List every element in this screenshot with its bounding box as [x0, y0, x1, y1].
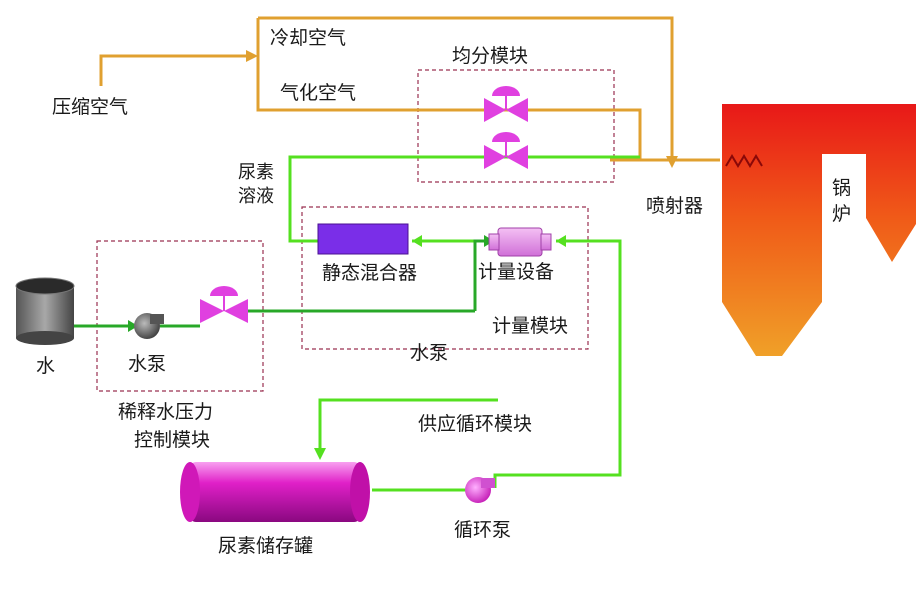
- dilution-module-label-1: 稀释水压力: [118, 401, 213, 423]
- gate-valve-icon[interactable]: [200, 286, 248, 323]
- urea-solution-label-1: 尿素: [238, 162, 274, 183]
- metering-inlet-arrow: [556, 235, 566, 247]
- metering-device-block[interactable]: [488, 227, 552, 257]
- distribution-module-label: 均分模块: [452, 45, 528, 67]
- compressed-air-arrow: [246, 50, 258, 62]
- atomizing-air-label: 气化空气: [280, 82, 356, 104]
- air-lines: [99, 16, 720, 162]
- mixer-inlet-arrow: [412, 235, 422, 247]
- boiler-label-1: 锅: [832, 177, 851, 199]
- injector-label: 喷射器: [646, 195, 703, 217]
- injector-nozzle-icon: [725, 154, 763, 168]
- compressed-air-label: 压缩空气: [52, 96, 128, 118]
- boiler-label-2: 炉: [832, 203, 851, 225]
- dilution-water-lines: [74, 239, 486, 328]
- circulation-pump-icon[interactable]: [465, 477, 495, 503]
- water-pump-lower-label: 水泵: [410, 342, 448, 364]
- gate-valve-icon[interactable]: [484, 86, 528, 122]
- cooling-air-label: 冷却空气: [270, 27, 346, 49]
- urea-tank-icon: [180, 462, 370, 522]
- static-mixer-block[interactable]: [317, 223, 409, 255]
- tank-return-arrow: [314, 448, 326, 460]
- metering-module-label: 计量模块: [492, 315, 568, 337]
- dilution-module-box: [96, 240, 264, 392]
- circulation-pump-label: 循环泵: [454, 519, 511, 541]
- boiler-shape: [722, 104, 916, 356]
- distribution-module-box: [417, 69, 615, 183]
- gate-valve-icon[interactable]: [484, 132, 528, 169]
- cylinder-tank-icon: [15, 277, 75, 345]
- pump-icon[interactable]: [134, 313, 164, 339]
- urea-tank-label: 尿素储存罐: [218, 535, 313, 557]
- metering-device-label: 计量设备: [478, 261, 554, 283]
- cooling-air-arrow: [666, 156, 678, 168]
- urea-solution-label-2: 溶液: [238, 186, 274, 207]
- supply-module-label: 供应循环模块: [418, 413, 532, 435]
- dilution-module-label-2: 控制模块: [134, 429, 210, 451]
- static-mixer-label: 静态混合器: [322, 262, 417, 284]
- water-inlet-arrow: [128, 320, 138, 332]
- water-label: 水: [36, 355, 55, 377]
- water-pump-label: 水泵: [128, 353, 166, 375]
- metering-module-box: [301, 206, 589, 350]
